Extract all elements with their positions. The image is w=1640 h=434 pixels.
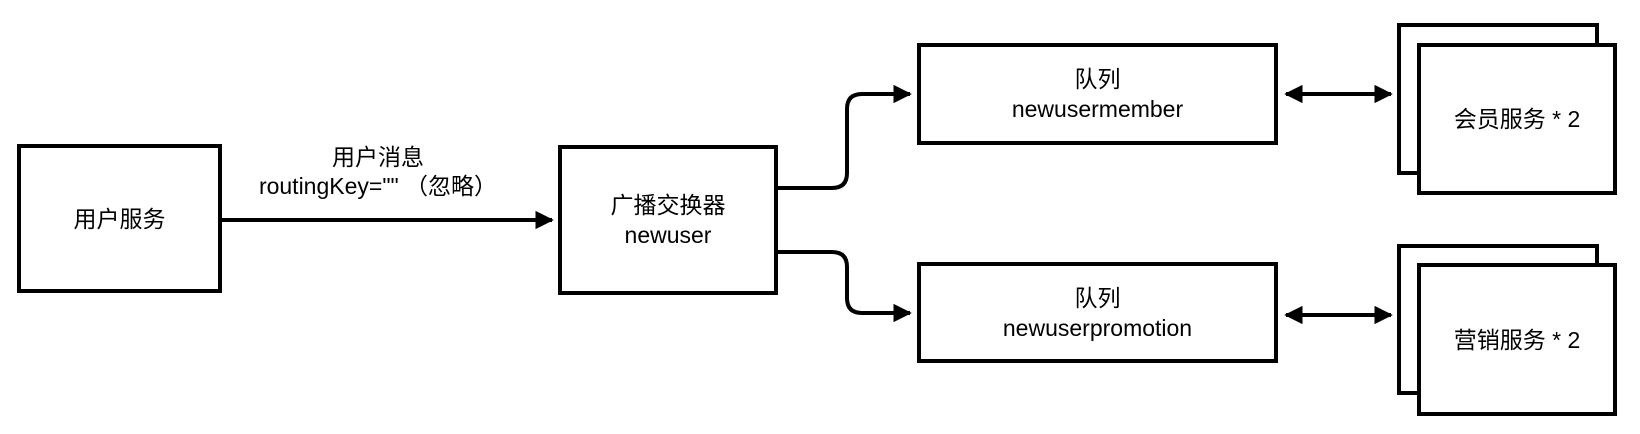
node-queue-newusermember-name: newusermember — [1011, 96, 1184, 122]
publish-edge-label-line2: routingKey="" （忽略） — [258, 173, 498, 199]
node-fanout-exchange-label: 广播交换器 — [610, 192, 726, 218]
publish-edge-label-line1: 用户消息 — [332, 144, 424, 170]
node-queue-newuserpromotion-name: newuserpromotion — [1002, 314, 1193, 341]
node-queue-newuserpromotion-label: 队列 — [1074, 284, 1121, 311]
node-user-service: 用户服务 — [17, 144, 222, 293]
exchange-to-queue-promotion-arrow — [778, 250, 912, 323]
node-member-service-label: 会员服务 * 2 — [1453, 106, 1581, 132]
node-promotion-service-label: 营销服务 * 2 — [1453, 326, 1581, 353]
node-member-service: 会员服务 * 2 — [1417, 43, 1617, 195]
node-user-service-label: 用户服务 — [73, 205, 166, 232]
node-promotion-service: 营销服务 * 2 — [1417, 263, 1617, 416]
node-fanout-exchange: 广播交换器 newuser — [558, 145, 778, 295]
node-queue-newuserpromotion: 队列 newuserpromotion — [917, 262, 1278, 363]
node-fanout-exchange-name: newuser — [624, 222, 712, 248]
node-queue-newusermember-label: 队列 — [1074, 66, 1121, 92]
exchange-to-queue-member-arrow — [778, 84, 912, 190]
node-queue-newusermember: 队列 newusermember — [917, 43, 1278, 145]
publish-edge-label: 用户消息 routingKey="" （忽略） — [238, 143, 518, 201]
